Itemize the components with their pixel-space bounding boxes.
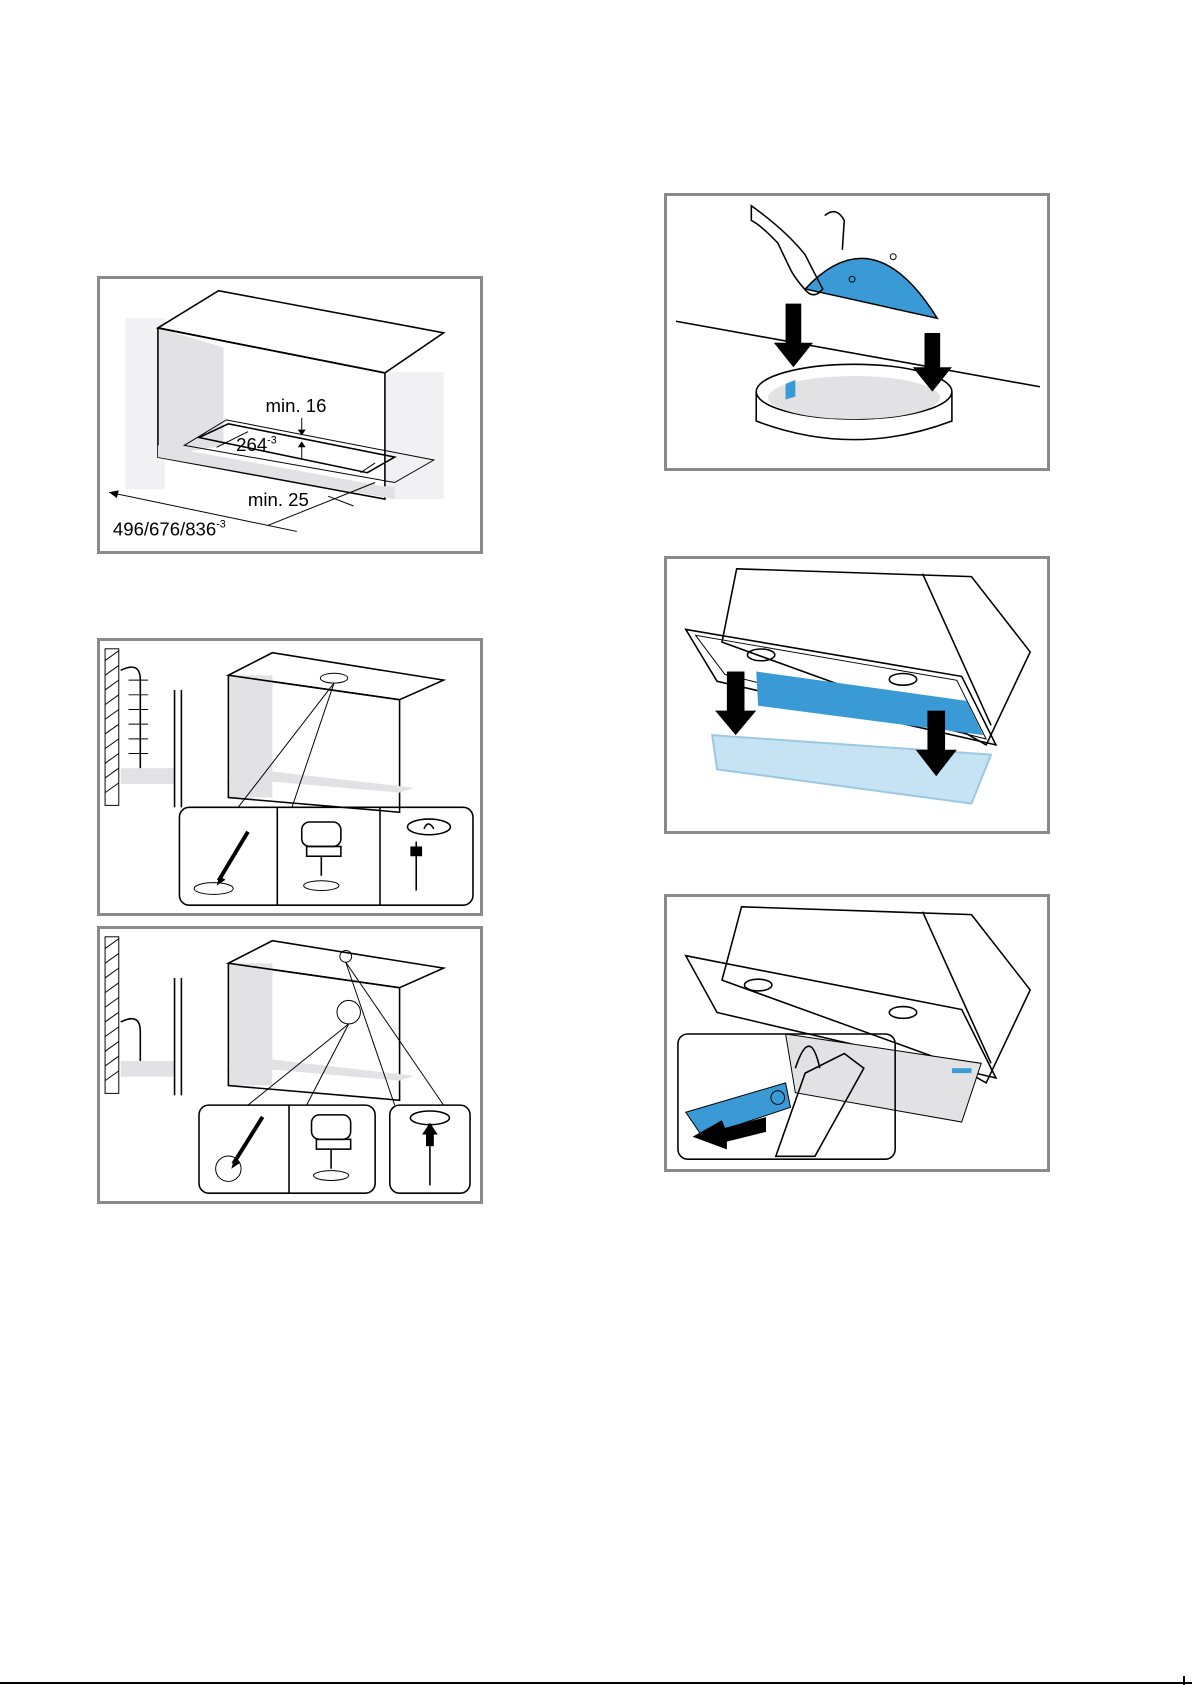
callout-line-4 xyxy=(346,962,444,1105)
wall-right xyxy=(385,372,444,499)
damper-clip xyxy=(786,380,796,400)
inset-clip-knob xyxy=(771,1091,785,1105)
rear-cutout-mark xyxy=(337,1000,360,1023)
damper-hole xyxy=(890,254,896,260)
dim-width: 496/676/836-3 xyxy=(113,518,226,539)
pencil-icon xyxy=(217,832,248,886)
hood-edge xyxy=(923,912,991,1064)
filter-panel-open xyxy=(786,1034,982,1122)
pencil-icon xyxy=(231,1117,262,1169)
mark-circle xyxy=(216,1156,241,1181)
light-left xyxy=(747,649,774,661)
hood-side xyxy=(121,768,175,784)
figure-cut-rear-opening xyxy=(97,926,483,1204)
jigsaw-icon xyxy=(312,1115,351,1181)
cabinet-dimensions-drawing: min. 16 264-3 min. 25 496/676/836-3 xyxy=(100,279,480,551)
damper-flap xyxy=(805,258,937,318)
page-bottom-rule xyxy=(0,1682,1192,1684)
cut-top-opening-drawing xyxy=(100,641,480,913)
wall-hatched xyxy=(105,937,119,1094)
page-bottom-tick xyxy=(1183,1676,1185,1685)
insert-damper-drawing xyxy=(667,196,1047,468)
jigsaw-icon xyxy=(302,822,341,890)
release-clip-drawing xyxy=(667,897,1047,1169)
light-right xyxy=(889,1007,916,1019)
duct-ribs xyxy=(129,680,149,753)
duct xyxy=(121,1019,141,1061)
dim-min-25: min. 25 xyxy=(248,489,309,510)
filter-panel-glass xyxy=(712,735,991,803)
wall-hatched xyxy=(105,649,119,806)
figure-release-clip xyxy=(664,894,1050,1172)
duct xyxy=(121,667,141,768)
cable-icon xyxy=(407,819,450,890)
arrow-down-icon xyxy=(774,304,813,368)
callout-line-2 xyxy=(292,683,334,807)
cut-rear-opening-drawing xyxy=(100,929,480,1201)
dim-min-25-arrow-2 xyxy=(360,463,375,473)
hood-side xyxy=(121,1061,175,1077)
fit-filter-panel-drawing xyxy=(667,559,1047,831)
figure-cabinet-dimensions: min. 16 264-3 min. 25 496/676/836-3 xyxy=(97,276,483,554)
light-right xyxy=(889,673,916,685)
figure-cut-top-opening xyxy=(97,638,483,916)
dim-min-16: min. 16 xyxy=(266,395,327,416)
light-left xyxy=(744,979,771,991)
figure-insert-damper xyxy=(664,193,1050,471)
figure-fit-filter-panel xyxy=(664,556,1050,834)
mark-circle xyxy=(194,883,233,895)
wall-hatching xyxy=(105,939,119,1081)
top-cutout-mark xyxy=(320,673,347,683)
arrow-head xyxy=(298,441,306,447)
cable-icon xyxy=(410,1111,449,1185)
clip-mark xyxy=(952,1068,972,1073)
arrow-head xyxy=(109,490,119,498)
cabinet-inner-side xyxy=(158,328,224,457)
wall-hatching xyxy=(105,651,119,793)
dim-min-25-arrow xyxy=(328,496,353,506)
filter-panel xyxy=(756,672,983,736)
